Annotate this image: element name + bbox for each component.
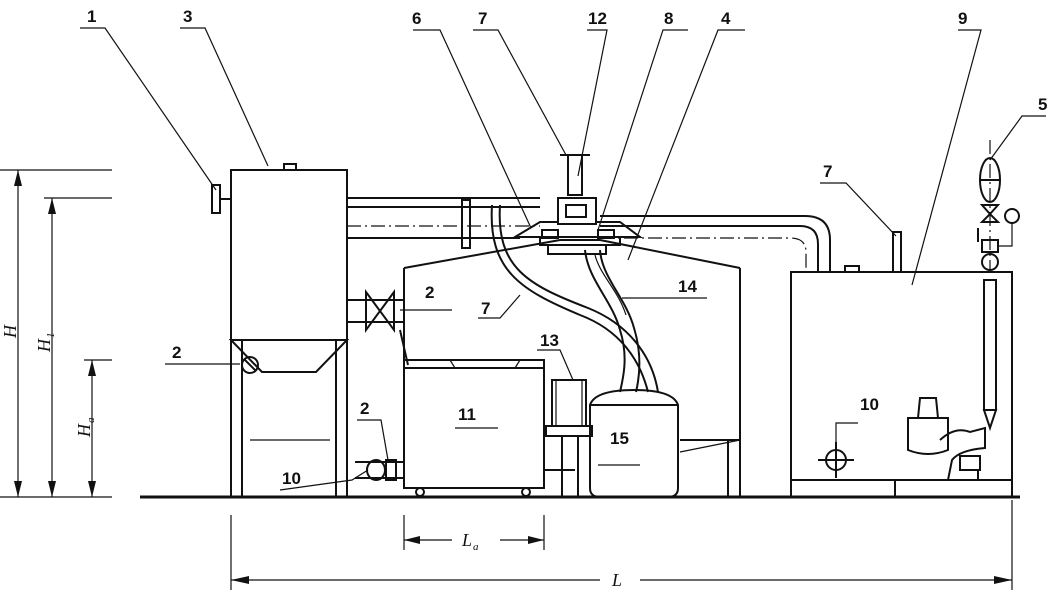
callout-1: 1 [87, 7, 96, 26]
tank-9 [790, 231, 1013, 498]
submersible-pump [907, 397, 986, 481]
dim-H: H [0, 324, 20, 339]
dimension-labels: H H 1 H a L a L [0, 324, 622, 590]
callout-10-tank: 10 [860, 395, 879, 414]
callout-9: 9 [958, 9, 967, 28]
callout-11: 11 [458, 405, 476, 424]
dimension-lines [0, 169, 1013, 590]
callout-13: 13 [540, 331, 559, 350]
box-11 [403, 359, 575, 497]
vertical-pipe-5 [977, 140, 1020, 432]
container-15 [589, 388, 679, 498]
callout-10-bottom: 10 [282, 469, 301, 488]
callout-6: 6 [412, 9, 421, 28]
dim-La-sub: a [473, 541, 479, 553]
central-hub [511, 154, 643, 255]
callout-7-right: 7 [823, 162, 832, 181]
callout-2-bottom: 2 [360, 399, 369, 418]
callout-14: 14 [678, 277, 697, 296]
pipes-top [347, 197, 540, 249]
callout-labels: 1 3 6 7 12 8 4 9 5 7 2 14 7 2 13 11 15 2… [87, 7, 1047, 488]
callout-4: 4 [721, 9, 731, 28]
callout-2-mid: 2 [425, 283, 434, 302]
tank-3 [211, 163, 350, 497]
valve-2-mid [347, 288, 409, 366]
dim-La: L [461, 530, 472, 550]
dim-Ha-sub: a [85, 417, 97, 423]
callout-8: 8 [664, 9, 673, 28]
callout-2-cone: 2 [172, 343, 181, 362]
callout-7-top: 7 [478, 9, 487, 28]
tank-4 [403, 239, 741, 497]
dim-Ha: H [74, 423, 94, 438]
valve-2-cone [241, 356, 259, 374]
pipes-right [600, 215, 831, 272]
callout-12: 12 [588, 9, 607, 28]
callout-5: 5 [1038, 95, 1047, 114]
pump-13 [545, 379, 593, 497]
callout-7-hose: 7 [481, 299, 490, 318]
valve-2-bottom [355, 459, 404, 481]
callout-3: 3 [183, 7, 192, 26]
hoses [490, 204, 659, 393]
callout-15: 15 [610, 429, 629, 448]
dim-H1: H [34, 338, 54, 353]
dim-H1-sub: 1 [45, 333, 57, 339]
dim-L: L [611, 570, 622, 590]
leader-lines [80, 27, 1046, 491]
